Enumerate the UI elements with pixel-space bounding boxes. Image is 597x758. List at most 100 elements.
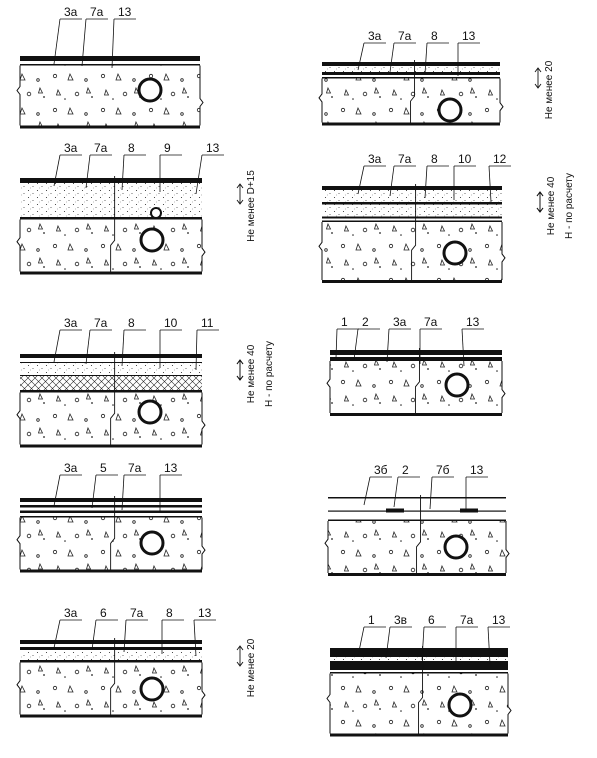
heating-pipe-p5	[137, 399, 163, 425]
break-right-p9	[201, 662, 206, 715]
slab-bottom-p4	[322, 280, 502, 283]
dimension-note: H - по расчету	[264, 341, 275, 407]
layer-p1-0	[20, 56, 200, 61]
slab-joint-p7	[110, 496, 116, 570]
layer-number-label: 9	[164, 141, 171, 155]
dimension-note: Не менее 40	[246, 344, 257, 403]
heating-pipe-p8	[443, 534, 469, 560]
layer-number-label: 5	[100, 461, 107, 475]
layer-number-label: 3б	[374, 463, 388, 477]
layer-number-label: 8	[431, 152, 438, 166]
layer-p9-5	[20, 660, 202, 663]
leader-line-p9-4	[193, 619, 197, 657]
heating-pipe-p2	[437, 97, 463, 123]
layer-p10-2	[330, 657, 508, 661]
leader-line-p6-4	[461, 328, 465, 367]
leader-line-p1-0	[53, 18, 61, 65]
layer-p9-2	[20, 647, 202, 650]
dimension-arrows-p9-0	[236, 645, 244, 667]
layer-number-label: 8	[128, 141, 135, 155]
leader-line-p9-0	[53, 619, 61, 649]
leader-line-p9-2	[123, 619, 127, 653]
layer-p1-2	[20, 64, 200, 66]
slab-bottom-p7	[20, 569, 202, 573]
layer-number-label: 2	[362, 315, 369, 329]
break-right-p3	[201, 219, 206, 272]
break-left-p5	[16, 392, 21, 445]
layer-number-label: 13	[466, 315, 480, 329]
layer-p4-2	[322, 202, 502, 205]
heating-pipe-p9	[139, 676, 165, 702]
panel-p7: 3а 5 7а 13	[16, 461, 206, 573]
break-left-p8	[324, 521, 329, 573]
dimension-note: Не менее D+15	[246, 170, 257, 242]
layer-number-label: 13	[206, 141, 220, 155]
heating-pipe-p6	[444, 372, 470, 398]
layer-p2-2	[322, 72, 500, 75]
slab-joint-p9	[110, 638, 116, 715]
layer-number-label: 6	[100, 606, 107, 620]
heating-pipe-p1	[137, 77, 163, 103]
layer-p7-0	[20, 498, 202, 502]
break-left-p2	[318, 78, 323, 123]
leader-line-p6-1	[353, 328, 359, 361]
heating-pipe-p3	[139, 227, 165, 253]
layer-number-label: 8	[431, 29, 438, 43]
dimension-note: H - по расчету	[564, 173, 575, 239]
leader-line-p2-2	[424, 42, 428, 75]
layer-number-label: 3а	[393, 315, 407, 329]
layer-p7-4	[20, 510, 202, 513]
break-right-p5	[201, 392, 206, 445]
layer-p5-3	[20, 363, 202, 375]
leader-line-p10-0	[357, 626, 365, 657]
layer-p4-0	[322, 186, 502, 190]
break-left-p3	[16, 219, 21, 272]
layer-p10-0	[330, 648, 508, 651]
layer-number-label: 7б	[436, 463, 450, 477]
layer-number-label: 7а	[94, 316, 108, 330]
break-right-p6	[501, 361, 506, 413]
layer-number-label: 13	[462, 29, 476, 43]
slab-joint-p10	[418, 646, 424, 734]
layer-p6-2	[330, 357, 502, 361]
leader-line-p10-2	[421, 626, 425, 661]
layer-number-label: 7а	[460, 613, 474, 627]
layer-p3-0	[20, 178, 202, 183]
leader-line-p9-1	[91, 619, 97, 651]
layer-number-label: 7а	[398, 152, 412, 166]
leader-line-p7-0	[53, 474, 61, 507]
leader-line-p5-4	[195, 329, 198, 371]
layer-p4-3	[322, 204, 502, 217]
layer-number-label: 1	[368, 613, 375, 627]
layer-p2-4	[322, 77, 500, 79]
layer-number-label: 3в	[394, 613, 407, 627]
leader-line-p5-0	[53, 329, 61, 363]
layer-number-label: 10	[164, 316, 178, 330]
layer-p4-6	[322, 220, 502, 222]
layer-number-label: 3а	[64, 5, 78, 19]
slab-bottom-p2	[322, 122, 500, 126]
layer-p8-4	[328, 519, 506, 521]
layer-number-label: 13	[164, 461, 178, 475]
heating-pipe-p7	[139, 530, 165, 556]
layer-p5-4	[20, 375, 202, 376]
layer-number-label: 7а	[128, 461, 142, 475]
slab-bottom-p6	[330, 413, 502, 416]
leader-line-p5-2	[121, 329, 125, 367]
layer-number-label: 3а	[64, 461, 78, 475]
layer-number-label: 7а	[424, 315, 438, 329]
leader-line-p4-1	[389, 165, 395, 197]
layer-number-label: 13	[470, 463, 484, 477]
layer-number-label: 7а	[90, 5, 104, 19]
leader-line-p6-2	[386, 328, 390, 363]
heating-pipe-p4	[442, 240, 468, 266]
layer-number-label: 3а	[64, 316, 78, 330]
layer-number-label: 3а	[368, 29, 382, 43]
small-pipe-p3	[150, 207, 162, 219]
layer-number-label: 7а	[94, 141, 108, 155]
leader-line-p8-1	[393, 476, 399, 508]
layer-p8-0	[328, 497, 506, 499]
